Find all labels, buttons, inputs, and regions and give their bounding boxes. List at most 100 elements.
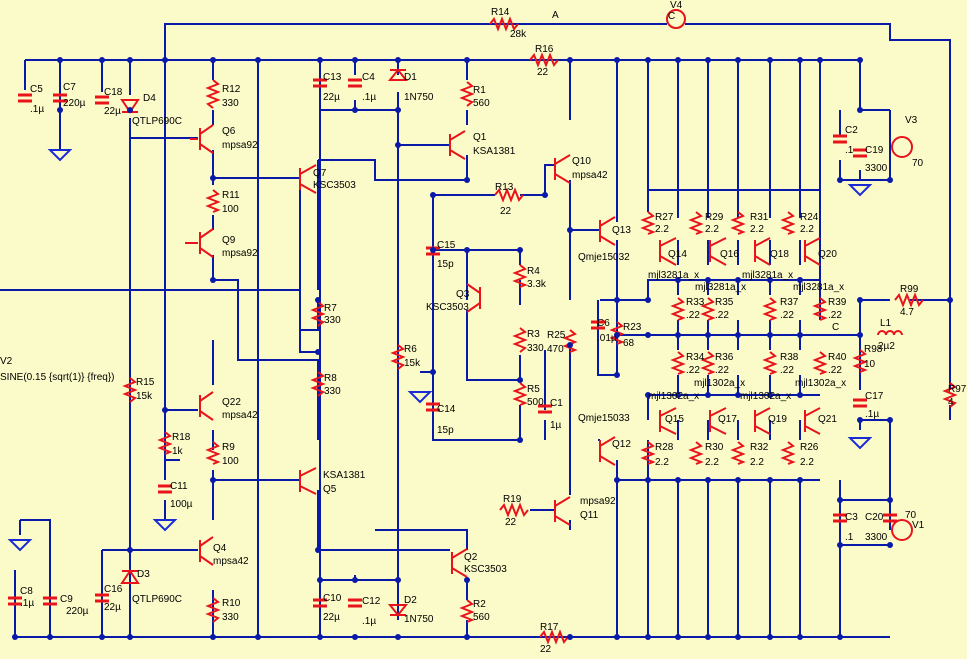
junction-dot [317,57,323,63]
label-ref-r14: R14 [491,7,510,18]
resistor-r30 [688,441,704,465]
label-ref-r23: R23 [623,322,642,333]
junction-dot [542,192,548,198]
junction-dot [567,227,573,233]
label-value-c2: .1 [845,145,854,156]
label-ref-l1: L1 [880,318,892,329]
label-value-r4: 3.3k [527,279,547,290]
resistor-r29 [688,211,704,235]
label-ref-q15: Q15 [665,414,684,425]
junction-dot [127,57,133,63]
junction-dot [464,57,470,63]
junction-dot [837,177,843,183]
label-ref-r6: R6 [404,344,417,355]
label-ref-r30: R30 [705,442,724,453]
label-ref-c12: C12 [362,596,381,607]
junction-dot [255,634,261,640]
junction-dot [767,277,773,283]
label-ref-r8: R8 [324,373,337,384]
junction-dot [315,297,321,303]
resistor-r28 [640,441,656,465]
junction-dot [705,392,711,398]
label-value-c13: 22µ [323,92,340,103]
resistor-r99 [894,292,924,308]
resistor-r24 [780,211,796,235]
capacitors [8,78,897,608]
junction-dot [857,297,863,303]
label-value-c3: .1 [845,532,854,543]
label-value-r35: .22 [715,310,729,321]
label-ref-v3: V3 [905,115,918,126]
resistor-r19 [499,502,529,518]
junction-dot [817,57,823,63]
label-value-q6: mpsa92 [222,140,258,151]
label-value-c7: 220µ [63,98,86,109]
junction-dot [395,577,401,583]
label-value-q2: KSC3503 [464,564,507,575]
junction-dot [735,392,741,398]
junction-dot [255,57,261,63]
junction-dot [767,332,773,338]
label-value-c8: .1µ [20,598,34,609]
junction-dot [614,372,620,378]
junction-dot [797,332,803,338]
resistor-r9 [205,441,221,465]
label-ref-q19: Q19 [768,414,787,425]
label-ref-q3: Q3 [456,289,470,300]
junction-dot [127,107,133,113]
label-value-c16: 22µ [104,602,121,613]
label-value-r18: 1k [172,446,184,457]
junction-dot [567,57,573,63]
label-value-c15: 15p [437,259,454,270]
label-ref-q5: Q5 [323,484,337,495]
junction-dot [464,177,470,183]
junction-dot [47,634,53,640]
net-label-a: A [552,10,559,21]
junction-dot [887,177,893,183]
label-ref-r35: R35 [715,297,734,308]
label-value-r5: 500 [527,397,544,408]
junction-dot [614,477,620,483]
label-ref-c8: C8 [20,586,33,597]
label-ref-r27: R27 [655,212,674,223]
resistor-r36 [700,351,716,375]
junction-dot [645,57,651,63]
label-value-c4: .1µ [362,92,376,103]
resistor-r10 [205,597,221,623]
junction-dot [317,634,323,640]
junction-dot [645,477,651,483]
junction-dot [352,577,358,583]
label-ref-d2: D2 [404,595,417,606]
resistor-r16 [529,52,559,68]
junction-dot [127,634,133,640]
label-ref-r31: R31 [750,212,769,223]
junction-dot [315,547,321,553]
junction-dot [837,634,843,640]
label-ref-r3: R3 [527,329,540,340]
label-value-r17: 22 [540,644,552,655]
junction-dot [705,634,711,640]
label-ref-r19: R19 [503,494,522,505]
junction-dot [675,477,681,483]
junction-dot [887,417,893,423]
label-ref-q21: Q21 [818,414,837,425]
label-value-r3: 330 [527,343,544,354]
label-ref-r26: R26 [800,442,819,453]
label-value-q22: mpsa42 [222,410,258,421]
junction-dot [352,634,358,640]
label-value-c1: 1µ [550,420,562,431]
label-value-r25: 470 [547,344,564,355]
resistor-r25 [562,329,578,353]
label-value-d3: QTLP690C [132,594,182,605]
label-ref-c19: C19 [865,145,884,156]
junction-dot [797,477,803,483]
label-ref-v4: V4 [670,0,683,11]
label-value-q11: mpsa92 [580,496,616,507]
label-ref-q6: Q6 [222,126,236,137]
label-value-r39: .22 [828,310,842,321]
label-ref-c10: C10 [323,593,342,604]
label-ref-q11: Q11 [580,510,599,521]
label-value-q19: mjl1302a_x [740,391,791,402]
transistors [185,124,821,578]
junction-dot [352,107,358,113]
